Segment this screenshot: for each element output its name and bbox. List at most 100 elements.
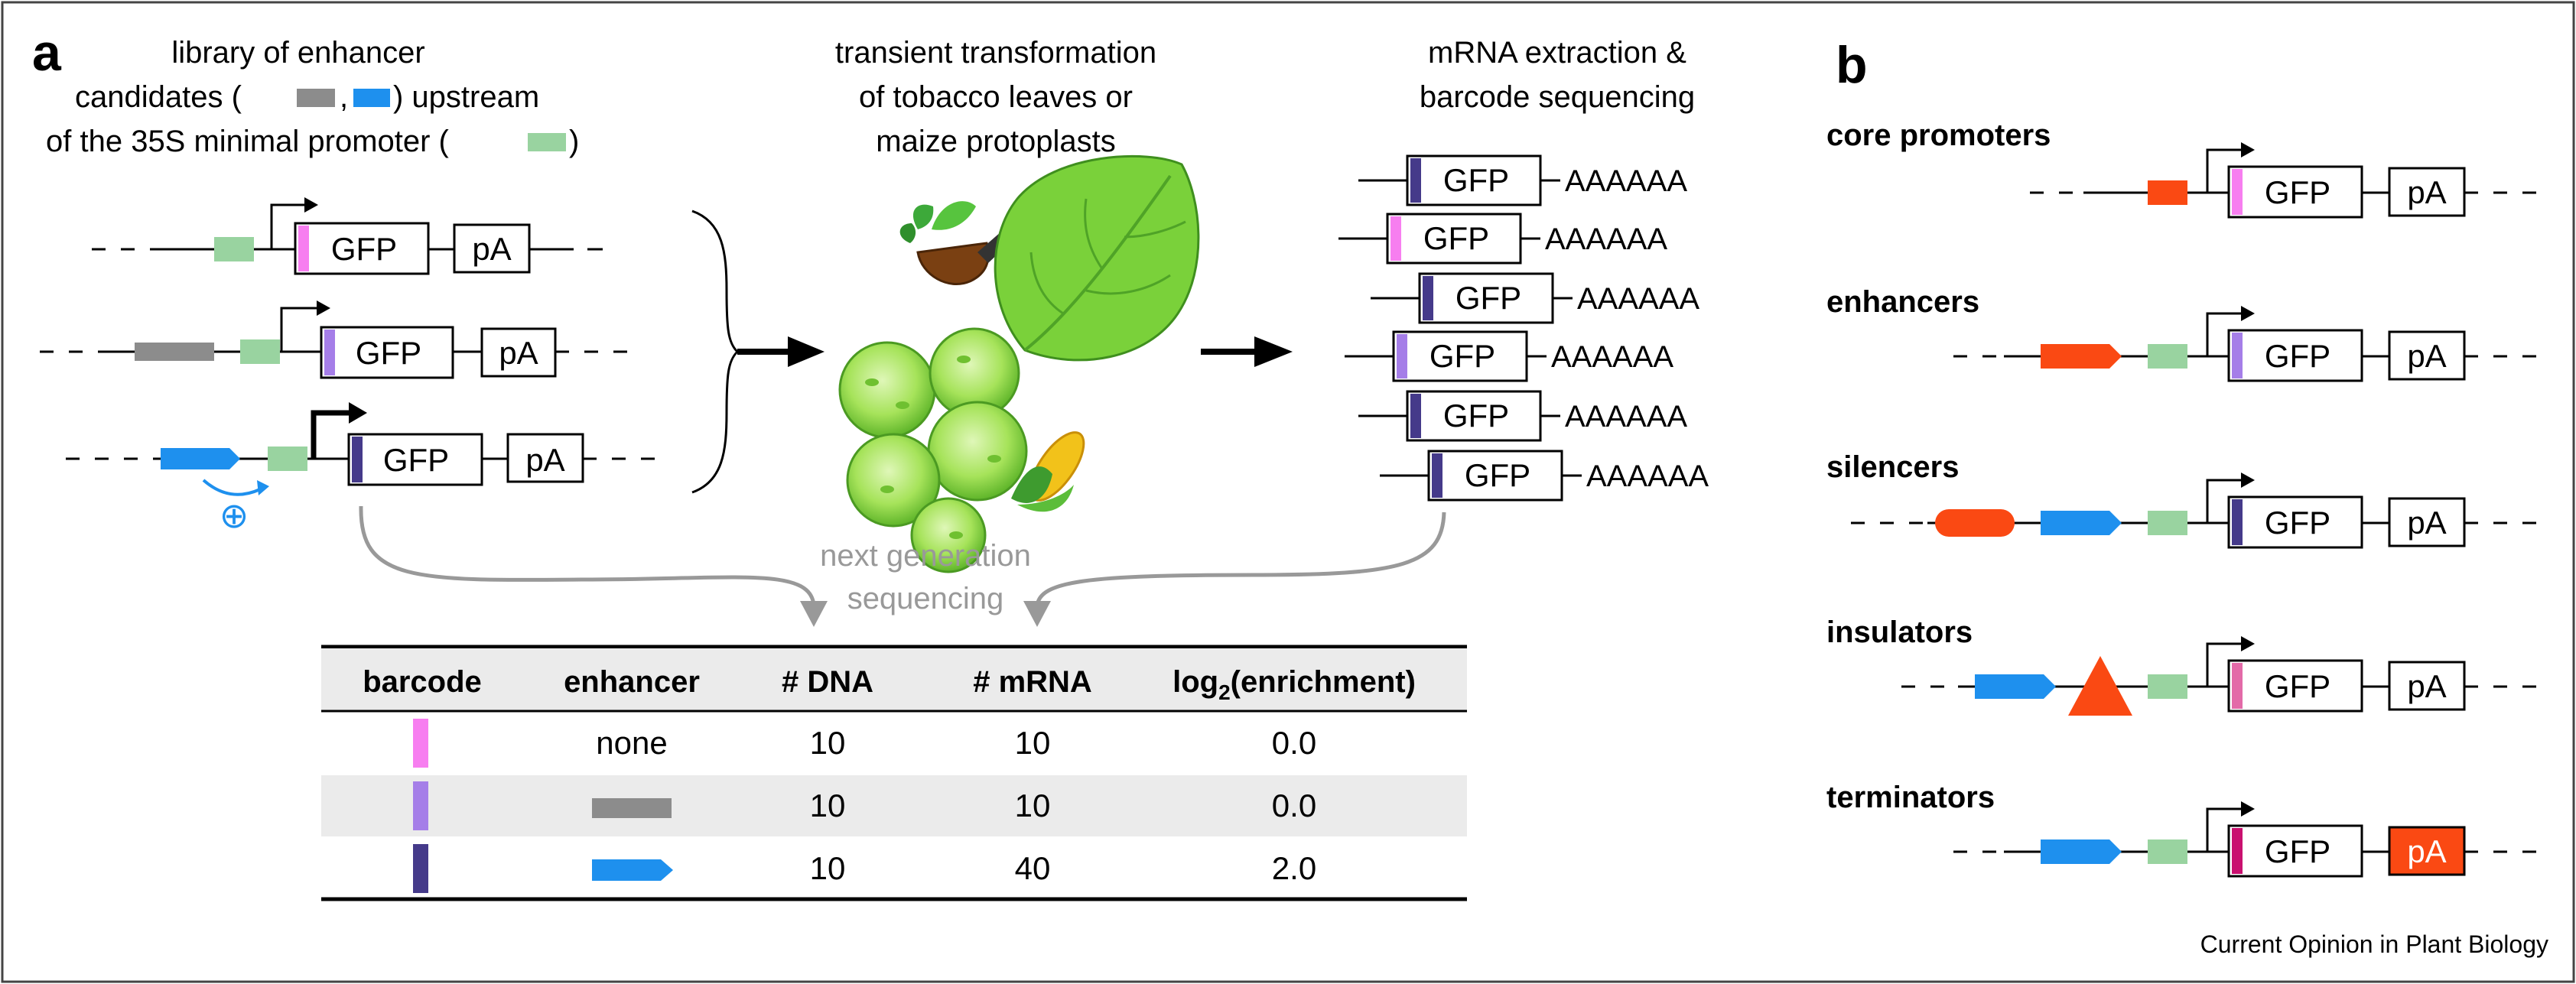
gfp-label: GFP <box>2265 505 2330 541</box>
barcode-swatch <box>413 781 428 830</box>
gfp-label: GFP <box>356 335 421 371</box>
tss-arrow-icon <box>2206 642 2241 687</box>
table-header-dna: # DNA <box>782 665 873 699</box>
insulator-triangle-icon <box>2068 656 2132 716</box>
library-caption-line3a: of the 35S minimal promoter ( <box>46 125 450 158</box>
tss-arrow-icon <box>270 203 304 249</box>
gfp-label: GFP <box>1423 220 1489 256</box>
silencer-element-icon <box>1935 509 2015 537</box>
tss-arrow-icon <box>311 410 350 459</box>
library-caption: library of enhancer candidates ( , ) ups… <box>46 36 579 158</box>
library-construct-1: GFP pA <box>92 197 620 275</box>
panel-b-label: b <box>1836 36 1868 94</box>
pa-label: pA <box>472 231 511 267</box>
ngs-arrow-left <box>359 505 816 606</box>
insulator-construct: GFP pA <box>1901 636 2550 716</box>
enhancer-cell: none <box>596 725 667 761</box>
library-caption-line2a: candidates ( <box>75 80 242 114</box>
barcode-mark <box>2232 499 2243 545</box>
gfp-label: GFP <box>2265 174 2330 210</box>
terminator-construct: GFP pA <box>1953 801 2550 878</box>
legend-green-promoter <box>528 133 566 151</box>
dna-cell: 10 <box>810 725 846 761</box>
gfp-box <box>347 433 483 486</box>
barcode-mark <box>1423 276 1433 320</box>
minimal-promoter-box <box>2148 511 2187 535</box>
library-caption-line2c: ) upstream <box>393 80 539 114</box>
gfp-box <box>2227 329 2363 382</box>
barcode-swatch <box>413 844 428 893</box>
library-caption-line3b: ) <box>569 125 579 158</box>
gfp-label: GFP <box>1429 338 1495 374</box>
blue-enhancer-icon <box>1975 674 2056 699</box>
minimal-promoter-box <box>2148 839 2187 864</box>
transform-caption-line2: of tobacco leaves or <box>859 80 1133 114</box>
activation-arrow-icon <box>202 479 261 496</box>
log2-cell: 0.0 <box>1272 788 1316 823</box>
barcode-swatch <box>413 719 428 768</box>
tss-arrow-icon <box>2206 807 2241 852</box>
tss-arrow-icon <box>2206 312 2241 356</box>
panel-a-label: a <box>32 24 62 82</box>
gfp-label: GFP <box>1443 398 1509 434</box>
mrna-transcript: GFP AAAAAA <box>1345 330 1673 382</box>
gfp-label: GFP <box>2265 668 2330 704</box>
blue-enhancer-icon <box>592 859 673 881</box>
transform-caption-line1: transient transformation <box>835 36 1156 70</box>
pa-box <box>480 327 557 378</box>
barcode-mark <box>2232 333 2243 378</box>
blue-enhancer-icon <box>2041 511 2122 535</box>
silencer-construct: GFP pA <box>1851 473 2550 549</box>
table-header-log2-suffix: (enrichment) <box>1231 665 1416 699</box>
activation-plus-icon: ⊕ <box>220 495 249 535</box>
pa-label: pA <box>525 442 564 478</box>
log2-cell: 2.0 <box>1272 850 1316 886</box>
barcode-mark <box>298 226 309 271</box>
gray-enhancer-icon <box>592 798 672 818</box>
table-header-mrna: # mRNA <box>973 665 1092 699</box>
pa-label: pA <box>2407 505 2446 541</box>
barcode-mark <box>1390 216 1401 261</box>
table-header-barcode: barcode <box>363 665 482 699</box>
pa-label: pA <box>2407 668 2446 704</box>
barcode-mark <box>1410 158 1421 203</box>
barcode-mark <box>1410 394 1421 438</box>
table-header-enhancer: enhancer <box>564 665 700 699</box>
tobacco-leaf-icon <box>984 154 1200 385</box>
table-header-log2: log2(enrichment) <box>1173 665 1416 704</box>
polya-tail-label: AAAAAA <box>1545 222 1667 256</box>
barcode-mark <box>1432 453 1442 498</box>
mrna-caption-line1: mRNA extraction & <box>1428 36 1686 70</box>
table-header-row <box>321 648 1467 711</box>
mrna-transcript: GFP AAAAAA <box>1338 213 1667 265</box>
gray-enhancer-box <box>135 343 214 361</box>
tss-arrow-icon <box>2206 479 2241 523</box>
gfp-label: GFP <box>2265 833 2330 869</box>
legend-blue-enhancer <box>353 89 390 107</box>
gfp-label: GFP <box>2265 338 2330 374</box>
gfp-box <box>320 326 454 379</box>
gfp-box <box>1406 390 1542 442</box>
maize-cob-icon <box>1011 431 1085 512</box>
row-shade <box>321 775 1467 836</box>
barcode-mark <box>2232 828 2243 874</box>
gfp-box <box>2227 824 2363 878</box>
polya-tail-label: AAAAAA <box>1551 340 1673 374</box>
footer-credit: Current Opinion in Plant Biology <box>2200 930 2548 958</box>
minimal-promoter-box <box>2148 674 2187 699</box>
tss-arrow-icon <box>2206 148 2241 193</box>
ngs-arrow-right <box>1035 511 1446 606</box>
polya-tail-label: AAAAAA <box>1577 282 1699 316</box>
gfp-box <box>294 222 430 275</box>
gfp-box <box>2227 659 2363 713</box>
polya-tail-label: AAAAAA <box>1586 460 1709 493</box>
